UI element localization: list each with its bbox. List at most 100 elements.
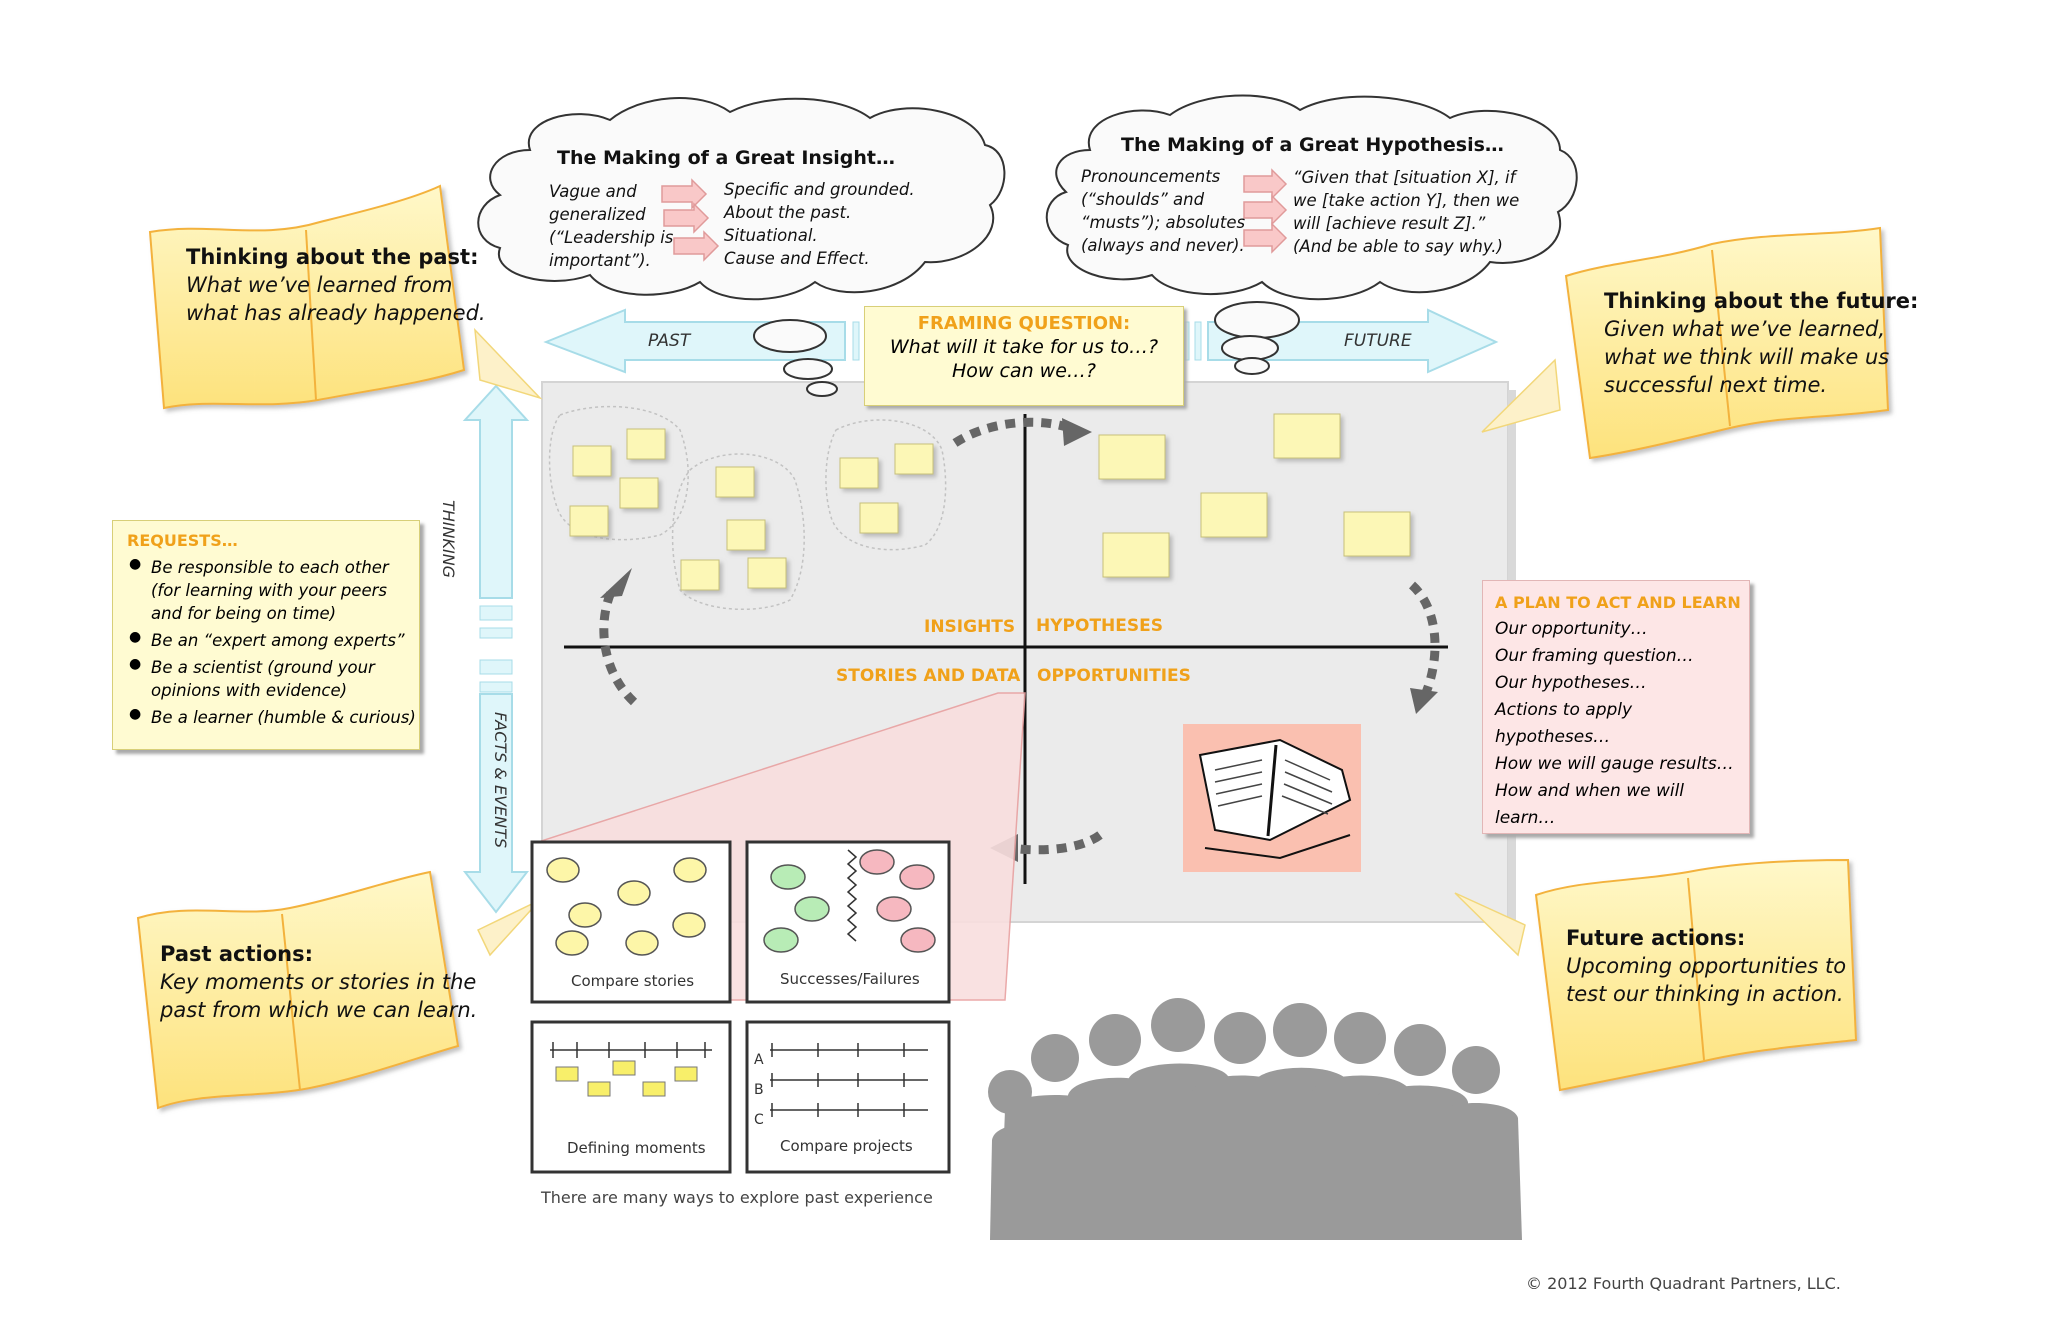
insight-left-line: Vague and <box>549 182 637 201</box>
book-past <box>148 184 466 410</box>
framing-question-line: How can we…? <box>952 360 1096 382</box>
project-letter-c: C <box>754 1112 764 1128</box>
past-book-text: Thinking about the past: What we’ve lear… <box>186 243 486 327</box>
requests-box: REQUESTS… ● Be responsible to each other… <box>112 520 420 750</box>
compare-stories-label: Compare stories <box>571 972 695 990</box>
request-item: ● Be responsible to each other (for lear… <box>127 556 419 625</box>
stories-data-label: STORIES AND DATA <box>836 666 1021 686</box>
future-label: FUTURE <box>1344 331 1412 351</box>
sticky-notes <box>569 413 1411 591</box>
hypothesis-left-line: (always and never). <box>1081 236 1245 255</box>
opportunities-label: OPPORTUNITIES <box>1037 666 1191 686</box>
book-future-actions <box>1534 858 1858 1092</box>
future-book-line: successful next time. <box>1604 373 1828 397</box>
future-book-line: Given what we’ve learned, <box>1604 317 1885 341</box>
compare-projects-timelines <box>770 1043 928 1117</box>
request-line: Be responsible to each other <box>151 558 389 577</box>
thinking-facts-arrow <box>462 384 530 914</box>
hypothesis-left-line: (“shoulds” and <box>1081 190 1205 209</box>
future-actions-title: Future actions: <box>1566 926 1746 950</box>
thinking-label: THINKING <box>439 500 458 579</box>
plan-box: A PLAN TO ACT AND LEARN Our opportunity…… <box>1482 580 1750 834</box>
insight-left-line: generalized <box>549 205 646 224</box>
audience-silhouettes <box>988 998 1522 1240</box>
future-actions-line: test our thinking in action. <box>1566 982 1844 1006</box>
hypothesis-left-line: Pronouncements <box>1081 167 1221 186</box>
request-line: and for being on time) <box>151 604 337 623</box>
cycle-arrows <box>599 417 1440 855</box>
insight-vague-text: Vague and generalized (“Leadership is im… <box>549 180 673 272</box>
framing-question-title: FRAMING QUESTION: <box>917 313 1131 334</box>
past-actions-line: Key moments or stories in the <box>160 970 477 994</box>
request-item: ● Be an “expert among experts” <box>127 629 419 652</box>
insight-cloud-title: The Making of a Great Insight… <box>557 147 895 169</box>
plan-line: Our hypotheses… <box>1495 673 1647 693</box>
framing-question-line: What will it take for us to…? <box>889 336 1159 358</box>
plan-line: Actions to apply hypotheses… <box>1495 700 1633 747</box>
hypothesis-right-line: “Given that [situation X], if <box>1293 168 1516 187</box>
sticky-clusters <box>548 405 947 611</box>
defining-moments-label: Defining moments <box>567 1139 706 1157</box>
past-book-title: Thinking about the past: <box>186 245 479 269</box>
facts-events-label: FACTS & EVENTS <box>491 712 510 849</box>
plan-line: Our opportunity… <box>1495 619 1648 639</box>
past-label: PAST <box>648 331 691 351</box>
zigzag-divider <box>846 849 858 942</box>
defining-moments-timeline <box>550 1042 712 1097</box>
plan-title: A PLAN TO ACT AND LEARN <box>1495 593 1741 612</box>
insight-right-line: Specific and grounded. <box>724 180 915 199</box>
request-line: (for learning with your peers <box>151 581 387 600</box>
insight-great-text: Specific and grounded. About the past. S… <box>724 178 915 270</box>
hypothesis-right-line: we [take action Y], then we <box>1293 191 1520 210</box>
compare-stories-ovals <box>546 857 707 956</box>
past-actions-line: past from which we can learn. <box>160 998 478 1022</box>
past-book-line: what has already happened. <box>186 301 486 325</box>
insights-label: INSIGHTS <box>924 617 1016 637</box>
book-past-actions <box>136 870 460 1110</box>
hypotheses-label: HYPOTHESES <box>1036 616 1163 636</box>
framing-question-box: FRAMING QUESTION: What will it take for … <box>864 306 1184 406</box>
hypothesis-right-line: will [achieve result Z].” <box>1293 214 1486 233</box>
method-panels <box>530 840 951 1174</box>
hypothesis-right-line: (And be able to say why.) <box>1293 237 1503 256</box>
insight-right-line: Cause and Effect. <box>724 249 870 268</box>
book-pointers <box>474 327 1561 957</box>
plan-line: Our framing question… <box>1495 646 1694 666</box>
insight-cloud <box>477 97 1006 397</box>
hypothesis-pronouncement-text: Pronouncements (“shoulds” and “musts”); … <box>1081 165 1245 257</box>
requests-list: ● Be responsible to each other (for lear… <box>127 556 419 729</box>
hypothesis-great-text: “Given that [situation X], if we [take a… <box>1293 166 1519 258</box>
past-actions-book-text: Past actions: Key moments or stories in … <box>160 940 477 1024</box>
request-item: ● Be a scientist (ground your opinions w… <box>127 656 419 702</box>
book-future <box>1564 226 1890 460</box>
past-book-line: What we’ve learned from <box>186 273 453 297</box>
insight-left-line: (“Leadership is <box>549 228 674 247</box>
plan-line: How and when we will learn… <box>1495 781 1685 828</box>
request-line: Be a scientist (ground your <box>151 658 375 677</box>
hypothesis-arrows <box>1243 168 1288 254</box>
future-book-line: what we think will make us <box>1604 345 1890 369</box>
insight-left-line: important”). <box>549 251 651 270</box>
hypothesis-cloud-title: The Making of a Great Hypothesis… <box>1121 134 1504 156</box>
past-actions-title: Past actions: <box>160 942 313 966</box>
future-actions-book-text: Future actions: Upcoming opportunities t… <box>1566 924 1846 1008</box>
plan-list: Our opportunity… Our framing question… O… <box>1495 616 1749 832</box>
successes-failures-ovals <box>763 849 936 953</box>
copyright: © 2012 Fourth Quadrant Partners, LLC. <box>1526 1274 1841 1293</box>
compare-projects-label: Compare projects <box>780 1137 913 1155</box>
insight-right-line: About the past. <box>724 203 852 222</box>
successes-failures-label: Successes/Failures <box>780 970 920 988</box>
request-item: ● Be a learner (humble & curious) <box>127 706 419 729</box>
notebook-illustration <box>1183 724 1361 872</box>
request-line: opinions with evidence) <box>151 681 348 700</box>
request-line: Be an “expert among experts” <box>151 631 405 650</box>
request-line: Be a learner (humble & curious) <box>151 708 416 727</box>
requests-title: REQUESTS… <box>127 531 238 550</box>
insight-arrows <box>661 178 720 262</box>
hypothesis-cloud <box>1045 94 1578 375</box>
future-book-text: Thinking about the future: Given what we… <box>1604 287 1918 399</box>
future-actions-line: Upcoming opportunities to <box>1566 954 1847 978</box>
methods-caption: There are many ways to explore past expe… <box>541 1188 933 1207</box>
hypothesis-left-line: “musts”); absolutes <box>1081 213 1246 232</box>
